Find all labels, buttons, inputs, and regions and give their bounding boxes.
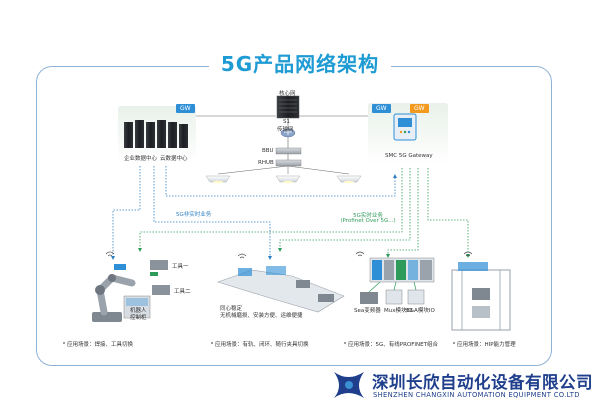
scene1-robot-arm-icon — [92, 260, 170, 322]
scene1-tool2-label: 工具二 — [174, 289, 191, 295]
brand-logo-icon — [334, 372, 364, 398]
small-cell-icon — [275, 175, 301, 184]
gw-badge-right-orange: GW — [410, 104, 429, 113]
gw-badge-left: GW — [176, 104, 195, 113]
caption-bullets — [63, 342, 455, 344]
non-realtime-label: 5G非实时业务 — [176, 212, 212, 218]
gw-badge-right-blue: GW — [372, 104, 391, 113]
scene2-conveyor-icon — [217, 266, 345, 313]
realtime-label-2: (Profinet Over 5G...) — [340, 218, 396, 224]
scene1-robot-label-2: 控制柜 — [130, 315, 147, 321]
scene1-caption: 应用场景：焊接、工具切换 — [67, 342, 134, 348]
bbu-label: BBU — [262, 148, 274, 154]
small-cell-icon — [205, 175, 231, 184]
company-name-cn: 深圳长欣自动化设备有限公司 — [372, 373, 593, 392]
small-cell-icon — [336, 175, 362, 184]
enterprise-servers-icon — [124, 120, 188, 148]
scene4-caption: 应用场景：HIP能力管理 — [457, 342, 516, 348]
scene4-machine-frame-icon — [451, 262, 511, 331]
rhub-label: RHUB — [258, 160, 274, 166]
scene1-tool1-label: 工具一 — [172, 264, 189, 270]
bbu-unit-icon — [275, 147, 302, 155]
s1-label: S1 — [283, 119, 290, 125]
transport-network-label: 传输网 — [277, 127, 294, 133]
gateway-label: SMC 5G Gateway — [385, 153, 433, 159]
core-network-label: 核心网 — [279, 91, 296, 97]
enterprise-dc-label: 企业数据中心 — [124, 156, 158, 162]
scene3-module-3: B&A模块IO — [406, 308, 435, 314]
scene3-caption: 应用场景：5G、有线PROFINET组合 — [348, 342, 438, 348]
scene3-module-1: Sea变频器 — [354, 308, 381, 314]
realtime-links — [138, 168, 470, 258]
scene2-bullet-1: 同心稳定 — [220, 306, 243, 312]
company-name-en: SHENZHEN CHANGXIN AUTOMATION EQUIPMENT C… — [373, 391, 580, 399]
cloud-dc-label: 云数据中心 — [160, 156, 188, 162]
scene2-bullet-2: 无机械磨损、安装方便、运维便捷 — [220, 313, 303, 319]
non-realtime-links — [111, 166, 397, 260]
scene3-io-stack-icon — [360, 257, 435, 305]
smc-5g-gateway-icon — [393, 113, 417, 141]
company-brand: 深圳长欣自动化设备有限公司 SHENZHEN CHANGXIN AUTOMATI… — [328, 364, 596, 404]
wifi-icon — [105, 251, 473, 259]
page-title: 5G产品网络架构 — [0, 48, 600, 77]
rhub-unit-icon — [275, 159, 302, 167]
title-text: 5G产品网络架构 — [208, 48, 392, 77]
scene2-caption: 应用场景：有轨、闭环、随行夹具切换 — [215, 342, 309, 348]
realtime-label-1: 5G实时业务 — [353, 213, 383, 219]
core-network-rack-icon — [276, 95, 300, 119]
scene3-module-2: Mux模块IO — [384, 308, 413, 314]
scene1-robot-label-1: 机器人 — [130, 308, 147, 314]
rhub-fan-out — [217, 165, 350, 175]
